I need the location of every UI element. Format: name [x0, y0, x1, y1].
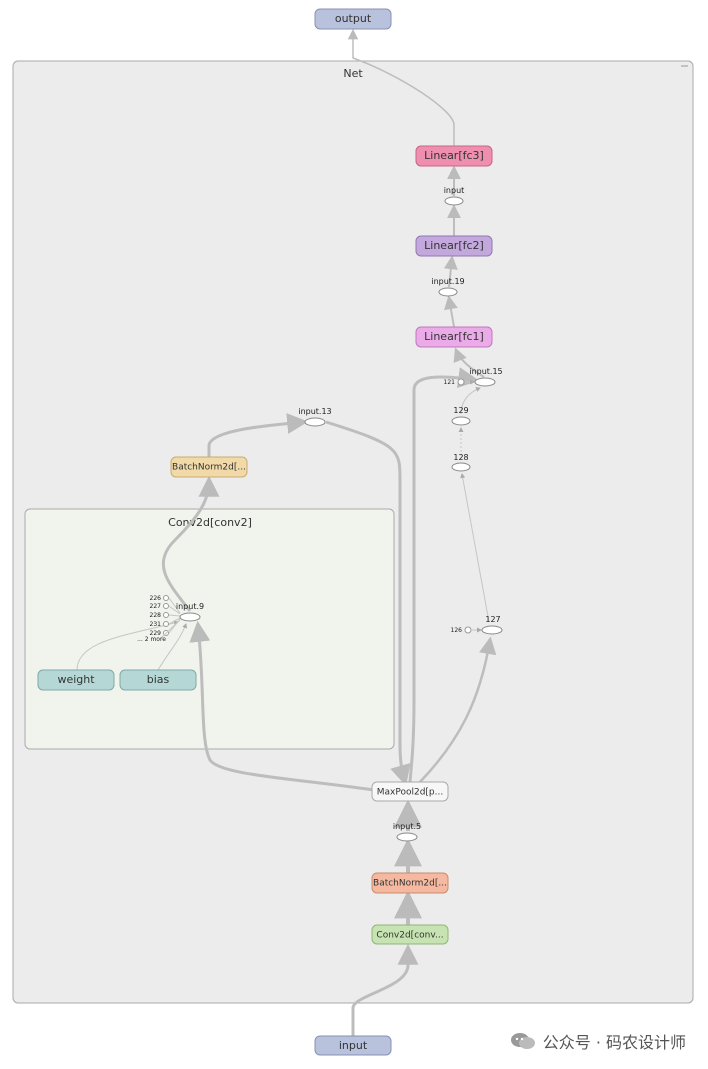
conv2-group-label: Conv2d[conv2] [168, 516, 252, 529]
edge-maxpool-input9 [189, 620, 375, 792]
const-more: ... 2 more [137, 636, 166, 643]
svg-text:BatchNorm2d[...: BatchNorm2d[... [172, 463, 246, 473]
op-input15[interactable]: input.15 [469, 367, 503, 387]
node-linear-fc2[interactable]: Linear[fc2] [415, 235, 493, 257]
svg-text:input.9: input.9 [176, 602, 204, 611]
op-input9[interactable]: input.9 [176, 602, 204, 622]
node-batchnorm-top[interactable]: BatchNorm2d[... [170, 456, 248, 478]
edge-bias-input9 [157, 623, 187, 671]
node-output[interactable]: output [314, 8, 392, 30]
watermark-text: 公众号 · 码农设计师 [542, 1033, 686, 1052]
edge-input-conv [351, 943, 419, 1036]
op-127[interactable]: 127 [481, 615, 503, 635]
edge-input15-fc1 [453, 347, 485, 378]
edge-maxpool-input15 [408, 367, 480, 783]
svg-text:input.5: input.5 [393, 822, 421, 831]
edge-fc1-input19 [444, 295, 458, 328]
svg-text:MaxPool2d[p...: MaxPool2d[p... [377, 788, 443, 798]
const-121-node[interactable] [457, 378, 465, 386]
svg-text:BatchNorm2d[...: BatchNorm2d[... [373, 879, 447, 889]
wechat-icon [510, 1033, 535, 1049]
op-129[interactable]: 129 [451, 406, 471, 426]
svg-text:128: 128 [453, 453, 468, 462]
edge-127-128 [460, 473, 490, 623]
svg-text:input.15: input.15 [469, 367, 502, 376]
edge-weight-input9 [76, 620, 179, 671]
svg-text:input.13: input.13 [298, 407, 331, 416]
node-bias[interactable]: bias [119, 669, 197, 691]
svg-text:input: input [339, 1039, 368, 1052]
node-input[interactable]: input [314, 1035, 392, 1056]
const-121: 121 [444, 379, 456, 386]
edge-129-input15 [460, 387, 481, 415]
svg-text:127: 127 [485, 615, 500, 624]
svg-text:Linear[fc2]: Linear[fc2] [424, 239, 484, 252]
svg-text:weight: weight [57, 673, 95, 686]
const-126: 126 [451, 627, 463, 634]
const-231: 231 [150, 621, 162, 628]
const-228: 228 [150, 612, 162, 619]
input9-consts: 226 227 228 231 229 ... 2 more [137, 595, 181, 643]
edge-bntop-input13 [207, 413, 309, 457]
node-maxpool[interactable]: MaxPool2d[p... [371, 781, 449, 802]
svg-text:Conv2d[conv...: Conv2d[conv... [376, 931, 443, 941]
net-label: Net [343, 67, 363, 80]
op-input5[interactable]: input.5 [393, 822, 421, 842]
node-conv-bottom[interactable]: Conv2d[conv... [371, 924, 449, 945]
edge-input19-fc2 [443, 255, 458, 288]
edge-input13-maxpool [325, 420, 411, 787]
svg-text:input: input [444, 186, 465, 195]
op-input[interactable]: input [444, 186, 465, 206]
op-input13[interactable]: input.13 [298, 407, 332, 427]
const-227: 227 [150, 603, 162, 610]
edge-input9-bntop [161, 475, 220, 612]
svg-text:Linear[fc3]: Linear[fc3] [424, 149, 484, 162]
op-128[interactable]: 128 [451, 453, 471, 472]
svg-text:output: output [335, 12, 372, 25]
svg-text:129: 129 [453, 406, 468, 415]
node-weight[interactable]: weight [37, 669, 115, 691]
const-226: 226 [150, 595, 162, 602]
edge-fc3-output [347, 28, 455, 146]
const-229: 229 [150, 630, 162, 637]
svg-text:input.19: input.19 [431, 277, 464, 286]
node-linear-fc1[interactable]: Linear[fc1] [415, 326, 493, 348]
svg-text:Linear[fc1]: Linear[fc1] [424, 330, 484, 343]
node-batchnorm-bottom[interactable]: BatchNorm2d[... [371, 872, 449, 894]
node-linear-fc3[interactable]: Linear[fc3] [415, 145, 493, 167]
edge-maxpool-127 [419, 636, 497, 783]
conv2-group[interactable] [24, 508, 395, 750]
watermark: 公众号 · 码农设计师 [509, 1029, 686, 1053]
op-input19[interactable]: input.19 [431, 277, 465, 297]
const-126-node[interactable] [464, 626, 472, 634]
svg-text:bias: bias [147, 673, 170, 686]
